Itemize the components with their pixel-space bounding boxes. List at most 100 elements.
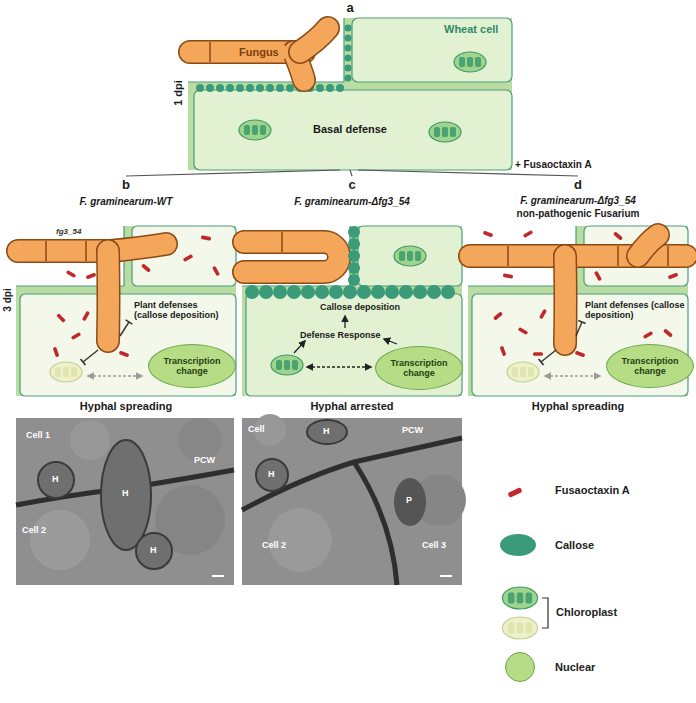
figure-label: H — [268, 469, 275, 479]
callose — [345, 65, 352, 72]
hypha — [98, 251, 120, 341]
figure-label: Cell — [248, 424, 265, 434]
plant-cell-wall — [354, 462, 397, 585]
panel-b — [16, 226, 236, 396]
figure-label: P — [406, 495, 412, 505]
fusaoctaxin-dash — [201, 235, 211, 240]
figure-label: Basal defense — [313, 123, 387, 136]
chloroplast — [429, 122, 461, 142]
fusaoctaxin-dash — [503, 273, 513, 278]
callose — [226, 84, 234, 92]
wheat-cell — [20, 294, 236, 396]
hypha-outline — [96, 251, 121, 341]
figure-label: Hyphal spreading — [532, 400, 624, 413]
hypha — [244, 242, 339, 272]
figure-label: Hyphal arrested — [310, 400, 393, 413]
figure-label: H — [323, 426, 330, 436]
callose — [413, 285, 427, 299]
plant-cell-wall — [242, 438, 462, 510]
fusaoctaxin-dash — [82, 311, 90, 321]
inhibition-bar — [81, 359, 86, 365]
thylakoid-stack — [517, 593, 524, 604]
fusaoctaxin-dash — [119, 351, 130, 358]
node-text: Transcription change — [618, 356, 682, 377]
arrow — [307, 366, 371, 367]
arrow — [88, 375, 142, 376]
callose — [348, 262, 360, 274]
micrograph-texture — [30, 510, 90, 570]
cell-wall — [16, 226, 236, 396]
legend-art — [502, 587, 548, 639]
chloroplast — [239, 120, 271, 140]
thylakoid-stack — [450, 127, 456, 137]
fusaoctaxin-dash — [613, 231, 623, 240]
plant-cell-wall — [140, 470, 234, 486]
callose — [236, 84, 244, 92]
branch-line — [126, 170, 340, 176]
wheat-cell — [194, 90, 512, 170]
septum — [507, 246, 509, 266]
cell-wall — [242, 226, 462, 396]
figure-label: H — [150, 545, 157, 555]
fusaoctaxin-dash — [533, 352, 543, 356]
figure-label: fg3_54 — [56, 227, 81, 236]
figure-label: PCW — [194, 455, 215, 465]
thylakoid-stack — [71, 367, 77, 377]
septum — [281, 232, 283, 252]
callose — [316, 84, 324, 92]
callose — [348, 226, 360, 238]
figure-label: Cell 3 — [422, 540, 446, 550]
thylakoid-stack — [407, 251, 413, 261]
fusaoctaxin-dash — [53, 347, 60, 358]
figure-label: Cell 2 — [262, 540, 286, 550]
fusaoctaxin-dash — [518, 327, 528, 335]
figure-label: H — [52, 474, 59, 484]
chloroplast — [394, 246, 426, 266]
thylakoid-stack — [520, 367, 526, 377]
chloroplast — [502, 617, 537, 639]
figure-label: + Fusaoctaxin A — [515, 159, 592, 171]
callose — [345, 25, 352, 32]
thylakoid-stack — [252, 125, 258, 135]
chloroplast — [454, 52, 486, 72]
callose — [357, 285, 371, 299]
inhibition-line — [576, 322, 582, 336]
thylakoid-stack — [528, 367, 534, 377]
figure-label: Defense Response — [300, 330, 381, 340]
chloroplast — [502, 587, 537, 609]
figure-label: F. graminearum-WT — [80, 196, 173, 208]
callose — [345, 35, 352, 42]
figure-label: Cell 2 — [22, 525, 46, 535]
inhibition-line — [120, 322, 129, 336]
hypha — [638, 235, 658, 256]
septum — [45, 241, 47, 261]
thylakoid-stack — [508, 593, 515, 604]
micrograph-c — [242, 414, 466, 585]
thylakoid-stack — [415, 251, 421, 261]
figure-label: Plant defenses (callose deposition) — [134, 300, 231, 321]
hypha-section — [101, 440, 151, 550]
figure-label: 3 dpi — [2, 288, 14, 311]
apoplast — [242, 226, 350, 286]
panel-d — [468, 226, 688, 396]
wheat-cell — [358, 226, 462, 286]
fusaoctaxin-dash — [86, 273, 97, 280]
fusaoctaxin-dash — [668, 273, 679, 280]
thylakoid-stack — [292, 360, 298, 370]
callose — [245, 285, 259, 299]
callose — [259, 285, 273, 299]
chloroplast — [50, 362, 82, 382]
callose — [273, 285, 287, 299]
callose — [326, 84, 334, 92]
callose — [348, 250, 360, 262]
fusaoctaxin-dash — [500, 346, 507, 357]
fusaoctaxin-dash — [183, 254, 193, 262]
panel-c — [242, 226, 462, 396]
thylakoid-stack — [526, 593, 533, 604]
nucleus: Transcription change — [606, 344, 694, 388]
thylakoid-stack — [260, 125, 266, 135]
thylakoid-stack — [434, 127, 440, 137]
thylakoid-stack — [475, 57, 481, 67]
legend-text: Nuclear — [555, 661, 595, 674]
wall-edge — [242, 226, 350, 286]
